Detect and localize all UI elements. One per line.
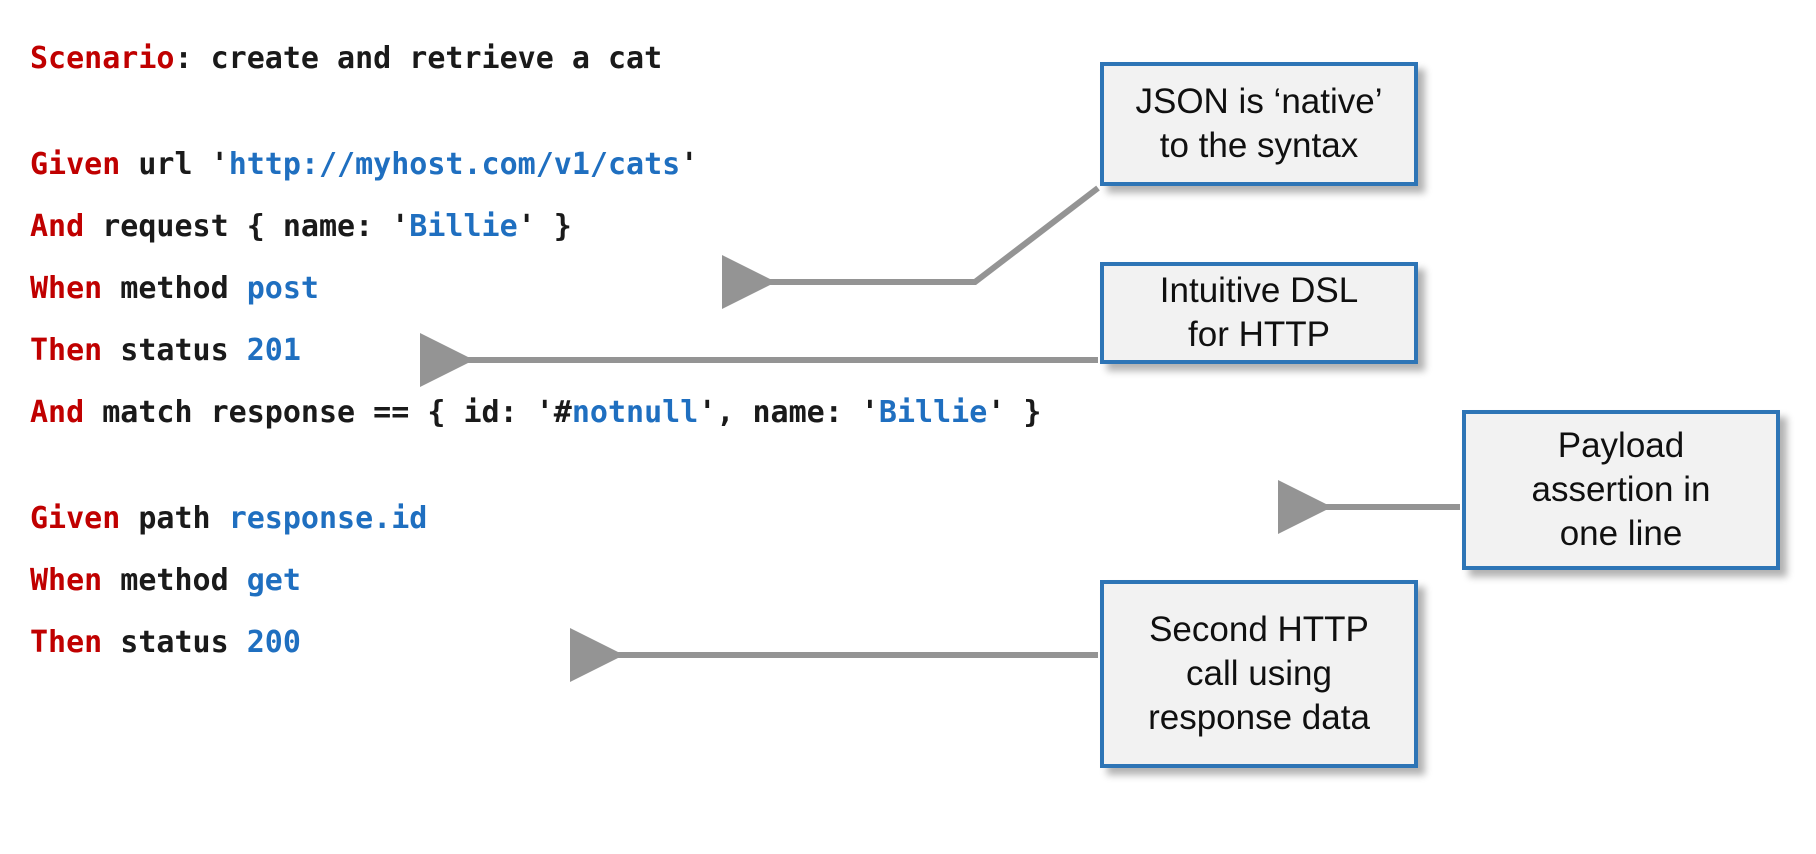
code-token-keyword: Then [30, 625, 103, 660]
code-token-keyword: Scenario [30, 41, 175, 76]
callout-second-http[interactable]: Second HTTP call using response data [1100, 580, 1418, 768]
callout-intuitive-dsl[interactable]: Intuitive DSL for HTTP [1100, 262, 1418, 364]
code-token-plain: ', name: ' [698, 395, 879, 430]
code-line-then-status-201: Then status 201 [30, 320, 1350, 382]
code-token-value: Billie [409, 209, 518, 244]
code-token-value: get [246, 563, 301, 598]
code-blank-line [30, 444, 1350, 488]
code-token-keyword: Given [30, 147, 121, 182]
code-token-value: post [246, 271, 319, 306]
callout-payload-assertion-text: Payload assertion in one line [1531, 426, 1711, 553]
code-token-value: notnull [571, 395, 699, 430]
code-token-plain: : create and retrieve a cat [174, 41, 663, 76]
code-token-plain: path [120, 501, 229, 536]
code-token-keyword: When [30, 271, 103, 306]
code-line-given-url: Given url 'http://myhost.com/v1/cats' [30, 134, 1350, 196]
code-token-plain: ' } [517, 209, 572, 244]
code-line-scenario: Scenario: create and retrieve a cat [30, 28, 1350, 90]
code-line-when-method-post: When method post [30, 258, 1350, 320]
code-line-and-request: And request { name: 'Billie' } [30, 196, 1350, 258]
callout-json-native[interactable]: JSON is ‘native’ to the syntax [1100, 62, 1418, 186]
code-token-value: Billie [878, 395, 988, 430]
code-line-when-method-get: When method get [30, 550, 1350, 612]
code-token-keyword: When [30, 563, 103, 598]
code-token-plain: status [102, 333, 247, 368]
code-token-keyword: Given [30, 501, 121, 536]
code-token-plain: url ' [120, 147, 229, 182]
code-token-plain: ' } [987, 395, 1042, 430]
code-line-given-path: Given path response.id [30, 488, 1350, 550]
code-token-plain: request { name: ' [84, 209, 410, 244]
code-token-value: http://myhost.com/v1/cats [228, 147, 681, 182]
code-token-keyword: Then [30, 333, 103, 368]
code-token-plain: match response == { id: '# [84, 395, 572, 430]
code-token-plain: ' [680, 147, 699, 182]
code-token-value: response.id [228, 501, 428, 536]
code-line-then-status-200: Then status 200 [30, 612, 1350, 674]
callout-json-native-text: JSON is ‘native’ to the syntax [1135, 82, 1383, 165]
code-token-plain: method [102, 271, 247, 306]
callout-intuitive-dsl-text: Intuitive DSL for HTTP [1159, 271, 1359, 354]
code-token-keyword: And [30, 395, 85, 430]
code-token-keyword: And [30, 209, 85, 244]
code-token-plain: status [102, 625, 247, 660]
code-token-value: 201 [246, 333, 301, 368]
code-token-plain: method [102, 563, 247, 598]
callout-payload-assertion[interactable]: Payload assertion in one line [1462, 410, 1780, 570]
code-token-value: 200 [246, 625, 301, 660]
code-line-and-match-response: And match response == { id: '#notnull', … [30, 382, 1350, 444]
callout-second-http-text: Second HTTP call using response data [1148, 610, 1370, 737]
